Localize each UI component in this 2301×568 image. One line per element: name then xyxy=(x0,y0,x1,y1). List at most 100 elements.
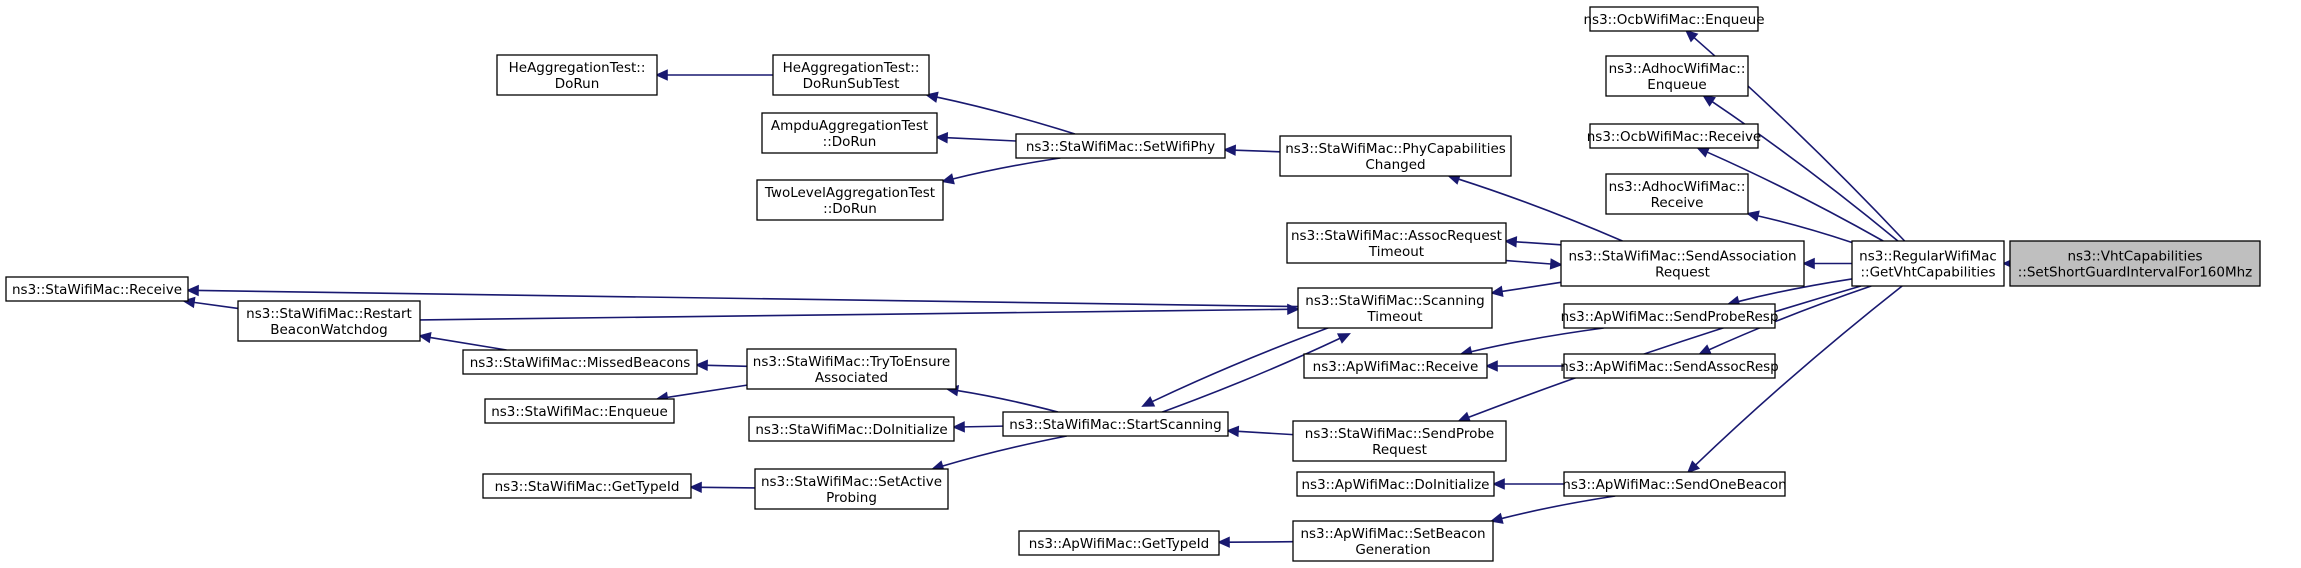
node-box xyxy=(1292,420,1507,462)
edge-line xyxy=(1757,215,1853,244)
node-box xyxy=(1851,240,2005,287)
node-missed[interactable]: ns3::StaWifiMac::MissedBeacons xyxy=(462,349,698,375)
node-heSub[interactable]: HeAggregationTest::DoRunSubTest xyxy=(772,54,930,96)
node-box xyxy=(1279,135,1512,177)
edge-arrowhead xyxy=(1702,94,1716,107)
node-staEnq[interactable]: ns3::StaWifiMac::Enqueue xyxy=(484,398,675,424)
node-sendOneBeacon[interactable]: ns3::ApWifiMac::SendOneBeacon xyxy=(1562,471,1787,497)
node-box xyxy=(772,54,930,96)
node-ampdu[interactable]: AmpduAggregationTest::DoRun xyxy=(761,112,938,154)
node-box xyxy=(1589,123,1759,149)
edge-tryEnsure-to-startScan xyxy=(945,385,1059,413)
node-label-line: Associated xyxy=(815,370,888,386)
node-box xyxy=(1002,411,1229,437)
node-apGetTypeId[interactable]: ns3::ApWifiMac::GetTypeId xyxy=(1018,530,1220,556)
edge-arrowhead xyxy=(952,421,965,433)
node-label-line: Enqueue xyxy=(1647,77,1706,93)
node-heRun[interactable]: HeAggregationTest::DoRun xyxy=(496,54,658,96)
edge-line xyxy=(963,425,1004,428)
node-staRecv[interactable]: ns3::StaWifiMac::Receive xyxy=(5,276,189,302)
node-label-line: DoRun xyxy=(555,76,600,92)
node-box xyxy=(748,416,955,442)
node-staGetTypeId[interactable]: ns3::StaWifiMac::GetTypeId xyxy=(482,473,692,499)
node-label-line: ns3::StaWifiMac::TryToEnsure xyxy=(753,354,950,370)
edge-setBeaconGen-to-sendOneBeacon xyxy=(1489,495,1616,524)
edge-staGetTypeId-to-setActive xyxy=(689,481,756,494)
node-label-line: HeAggregationTest:: xyxy=(509,60,646,76)
edge-line xyxy=(1711,100,1899,242)
node-label-line: Request xyxy=(1655,265,1710,281)
edge-arrowhead xyxy=(1686,460,1701,474)
node-twoLevel[interactable]: TwoLevelAggregationTest::DoRun xyxy=(756,179,944,221)
edge-staRecv-to-scanTimeout xyxy=(186,284,1299,308)
node-getVht[interactable]: ns3::RegularWifiMac::GetVhtCapabilities xyxy=(1851,240,2005,287)
edge-arrowhead xyxy=(1746,210,1760,222)
edge-line xyxy=(1694,285,1903,466)
edge-line xyxy=(946,136,1017,142)
edge-apRecv-to-apAssocResp xyxy=(1485,360,1564,372)
node-apProbeResp[interactable]: ns3::ApWifiMac::SendProbeResp xyxy=(1561,303,1779,329)
node-label-line: ns3::StaWifiMac::SendProbe xyxy=(1305,426,1494,442)
edge-arrowhead xyxy=(935,131,949,144)
node-box xyxy=(1018,530,1220,556)
node-label-line: ns3::StaWifiMac::PhyCapabilities xyxy=(1285,141,1506,157)
node-startScan[interactable]: ns3::StaWifiMac::StartScanning xyxy=(1002,411,1229,437)
node-adhocEnq[interactable]: ns3::AdhocWifiMac::Enqueue xyxy=(1605,55,1749,97)
edge-line xyxy=(1501,495,1616,520)
node-label-line: Probing xyxy=(826,490,877,506)
node-apAssocResp[interactable]: ns3::ApWifiMac::SendAssocResp xyxy=(1560,353,1779,379)
edge-line xyxy=(666,384,748,399)
edge-scanTimeout-to-startScan xyxy=(1145,333,1351,419)
edge-arrowhead xyxy=(1549,258,1563,270)
node-label-line: BeaconWatchdog xyxy=(270,322,388,338)
edge-arrowhead xyxy=(1217,536,1230,548)
node-label-line: Timeout xyxy=(1366,309,1422,325)
edge-line xyxy=(957,389,1059,413)
node-staDoInit[interactable]: ns3::StaWifiMac::DoInitialize xyxy=(748,416,955,442)
node-adhocRecv[interactable]: ns3::AdhocWifiMac::Receive xyxy=(1605,173,1749,215)
node-label-line: ns3::StaWifiMac::Restart xyxy=(246,306,412,322)
node-label-line: ns3::OcbWifiMac::Receive xyxy=(1587,129,1762,145)
node-label-line: ns3::OcbWifiMac::Enqueue xyxy=(1583,12,1764,28)
node-label-line: ns3::StaWifiMac::StartScanning xyxy=(1009,417,1221,433)
node-box xyxy=(1297,287,1493,329)
edge-line xyxy=(1738,278,1853,303)
node-box xyxy=(1563,303,1776,329)
edge-arrowhead xyxy=(1492,478,1505,490)
node-apDoInit[interactable]: ns3::ApWifiMac::DoInitialize xyxy=(1296,471,1495,497)
edge-line xyxy=(1708,285,1872,351)
edge-line xyxy=(1468,285,1862,419)
edge-staDoInit-to-startScan xyxy=(952,421,1004,433)
edge-arrowhead xyxy=(182,296,196,309)
node-ocbRecv[interactable]: ns3::OcbWifiMac::Receive xyxy=(1587,123,1762,149)
edge-twoLevel-to-setWifiPhy xyxy=(941,157,1061,185)
edge-line xyxy=(1458,178,1623,242)
node-box xyxy=(496,54,658,96)
node-label-line: ns3::ApWifiMac::SetBeacon xyxy=(1300,526,1485,542)
node-box xyxy=(482,473,692,499)
node-apRecv[interactable]: ns3::ApWifiMac::Receive xyxy=(1303,353,1488,379)
edge-line xyxy=(942,435,1067,467)
edge-apRecv-to-apProbeResp xyxy=(1459,327,1604,358)
node-root[interactable]: ns3::VhtCapabilities::SetShortGuardInter… xyxy=(2009,240,2261,287)
node-label-line: ns3::ApWifiMac::SendProbeResp xyxy=(1561,309,1779,325)
edge-arrowhead xyxy=(655,69,668,81)
edge-line xyxy=(1515,241,1562,246)
node-setWifiPhy[interactable]: ns3::StaWifiMac::SetWifiPhy xyxy=(1015,133,1226,159)
edge-arrowhead xyxy=(689,481,702,494)
edge-arrowhead xyxy=(695,359,708,372)
node-box xyxy=(462,349,698,375)
node-box xyxy=(761,112,938,154)
node-ocbEnq[interactable]: ns3::OcbWifiMac::Enqueue xyxy=(1583,6,1765,32)
edge-line xyxy=(1706,151,1884,242)
node-label-line: ns3::StaWifiMac::GetTypeId xyxy=(495,479,680,495)
